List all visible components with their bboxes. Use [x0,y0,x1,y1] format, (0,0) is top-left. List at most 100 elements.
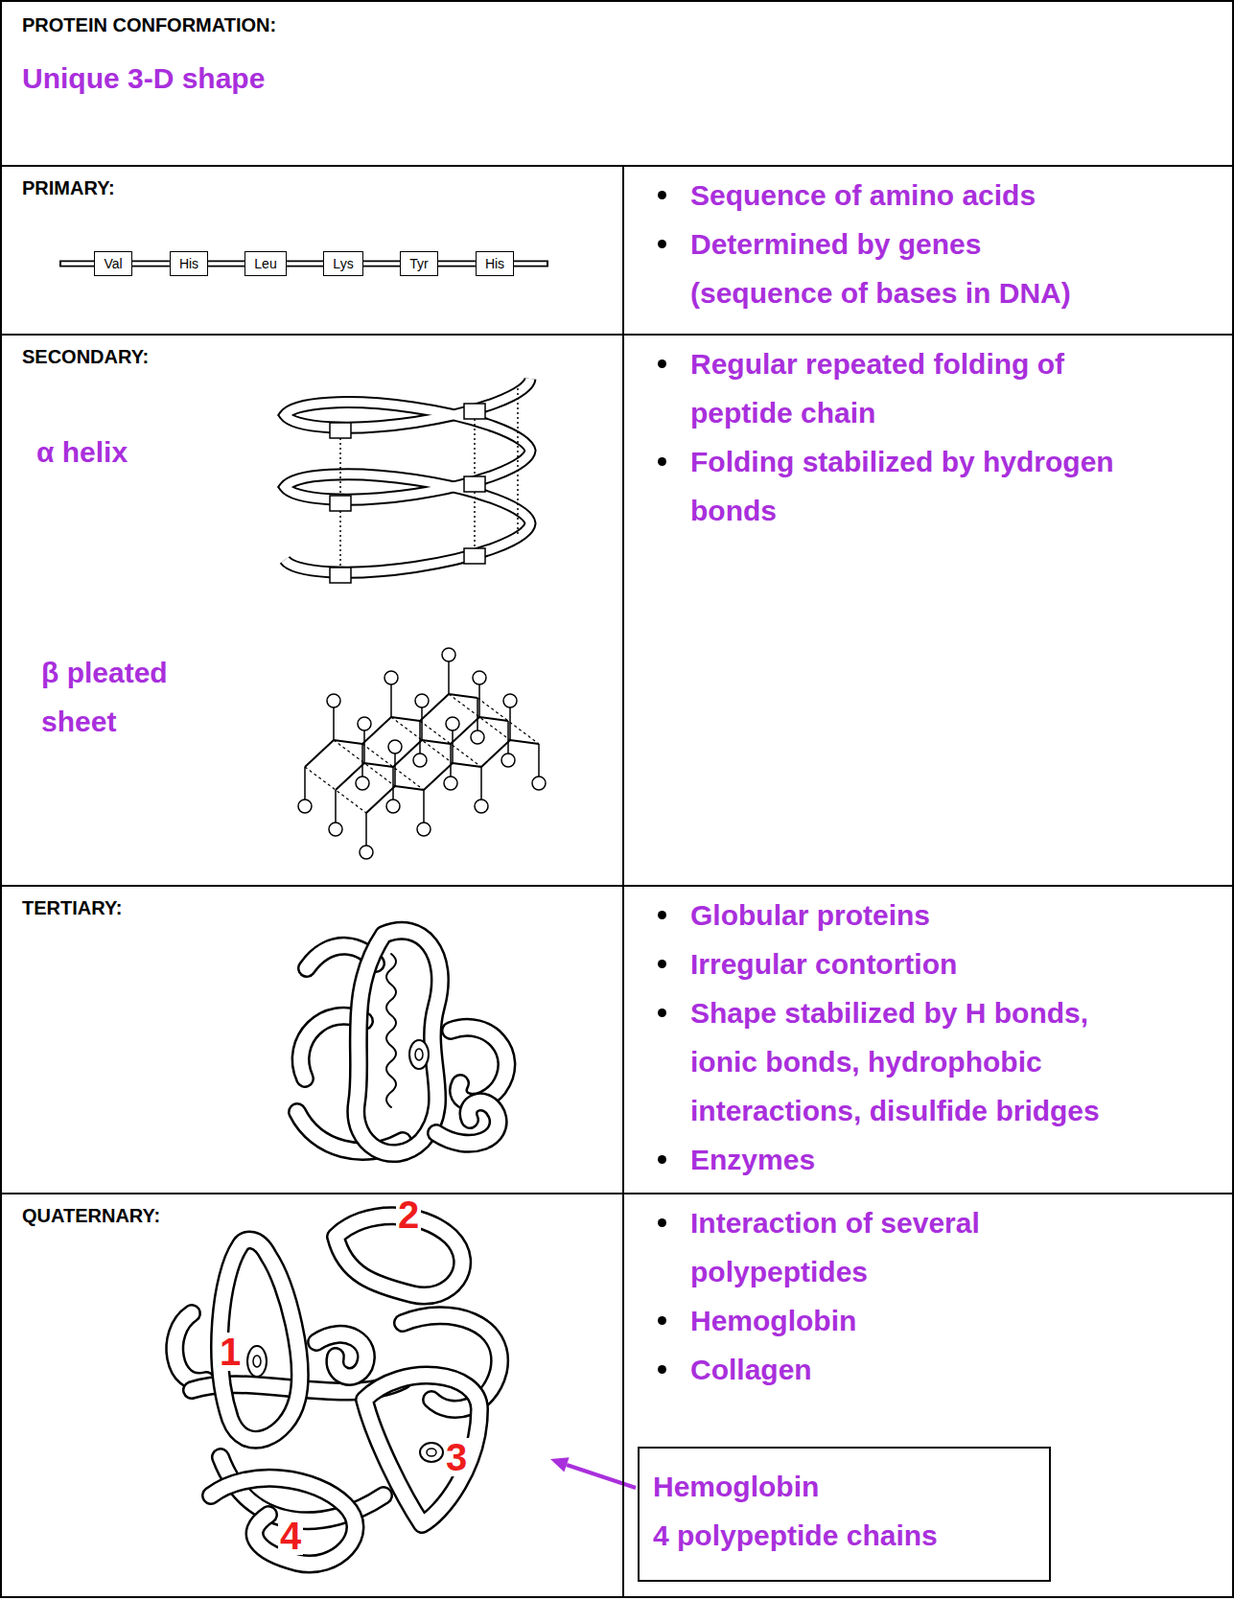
peptide-bond [208,263,245,265]
bullet-dot [657,239,667,249]
table-cell: Globular proteinsIrregular contortionSha… [622,884,1234,1195]
table-cell: Interaction of several polypeptidesHemog… [622,1192,1234,1599]
callout-arrow-head [550,1457,570,1472]
helix-residue [329,403,486,583]
bullet-text: Sequence of amino acids [690,170,1122,220]
amino-acid-box: Tyr [399,251,438,277]
bond-face [286,261,325,266]
tube-outline [364,1375,480,1525]
tube-face [210,1478,355,1565]
text-slot: PRIMARY: [22,176,116,200]
tube-outline [174,1313,207,1382]
side-chain-ball [298,648,546,860]
helix-ribbon-face [284,378,531,573]
tube-outline [355,931,441,1154]
bullet-item: Folding stabilized by hydrogen bonds [624,437,1122,536]
amino-acid-box: Val [93,251,132,277]
peptide-bond [438,263,476,265]
bullet-text: Hemoglobin [690,1296,1122,1346]
peptide-bond [132,263,170,265]
bullet-dot [657,190,667,200]
bullet-text: Shape stabilized by H bonds, ionic bonds… [690,988,1122,1136]
callout-number-slot: 2 [395,1195,421,1234]
tube-face [364,1375,480,1525]
callout-number-slot: 3 [443,1438,469,1477]
text-slot: PROTEIN CONFORMATION: [22,13,277,37]
tube-face [355,931,441,1154]
row-heading: PRIMARY: [22,176,116,200]
amino-acid-name: Tyr [409,256,428,272]
heme-disc [419,1443,443,1463]
bullet-text: Enzymes [690,1135,1122,1185]
callout-arrow-line [566,1465,636,1489]
bond-outline [363,260,401,268]
alpha-helix [284,378,531,583]
table-cell: PROTEIN CONFORMATION: Unique 3-D shape [0,0,1234,167]
bullet-item: Irregular contortion [624,939,1122,989]
bullet-item: Sequence of amino acids [624,170,1122,220]
bullet-text: Determined by genes (sequence of bases i… [690,219,1122,318]
callout-number: 4 [278,1516,303,1556]
text-slot: α helix [36,427,128,477]
structure-label: β pleated sheet [41,648,214,746]
bullet-item: Determined by genes (sequence of bases i… [624,219,1122,318]
table-cell: Regular repeated folding of peptide chai… [622,333,1234,887]
bullet-dot [657,1316,667,1326]
callout-line: 4 polypeptide chains [639,1511,938,1560]
bullet-dot [657,1008,667,1018]
amino-acid-box: His [169,251,209,277]
tube-outline [436,1101,499,1143]
tube-face [174,1313,207,1382]
callout-text: Hemoglobin [652,1462,819,1512]
amino-acid-name: Val [103,256,122,272]
bullet-dot [657,1218,667,1228]
callout-box: Hemoglobin4 polypeptide chains [637,1446,1051,1583]
bond-face [132,261,170,266]
bullet-dot [657,910,667,920]
heme-disc-center [426,1448,437,1457]
bond-outline [132,260,170,268]
bond-outline [208,260,245,268]
tube-face [450,1027,507,1103]
callout-text: 4 polypeptide chains [652,1511,938,1560]
tube-outline [316,1334,367,1377]
callout-number: 1 [217,1332,243,1372]
chain-end-face [61,261,547,266]
heme-disc-center [253,1355,261,1368]
callout-number-slot: 4 [278,1516,303,1556]
callout-number-slot: 1 [217,1332,243,1372]
row-heading: QUATERNARY: [22,1204,161,1228]
tube-face [436,1101,499,1143]
bullet-dot [657,359,667,369]
bullet-item: Hemoglobin [624,1296,1122,1346]
bond-outline [286,260,325,268]
text-slot: TERTIARY: [22,896,122,920]
text-slot: SECONDARY: [22,345,149,369]
amino-acid-name: His [179,256,199,272]
structure-label: Unique 3-D shape [22,53,265,103]
tertiary-structure [297,931,507,1154]
tube-outline [450,1027,507,1103]
table-cell: SECONDARY: α helix β pleated sheet [0,333,625,887]
row-heading: SECONDARY: [22,345,149,369]
bullet-dot [657,457,667,466]
bullet-text: Irregular contortion [690,939,1122,989]
table-cell: Sequence of amino acidsDetermined by gen… [622,164,1234,336]
amino-acid-name: Leu [254,256,277,272]
bullet-item: Enzymes [624,1135,1122,1185]
bullet-item: Regular repeated folding of peptide chai… [624,339,1122,438]
tube-face [316,1334,367,1377]
bullet-text: Collagen [690,1345,1122,1395]
amino-acid-box: Lys [323,251,363,277]
callout-line: Hemoglobin [639,1462,819,1512]
hydrogen-bond [340,388,518,568]
peptide-bond [363,263,401,265]
bond-face [438,261,476,266]
bullet-dot [657,959,667,969]
callout-number: 3 [443,1438,469,1477]
amino-acid-box: His [475,251,514,277]
row-heading: TERTIARY: [22,896,122,920]
